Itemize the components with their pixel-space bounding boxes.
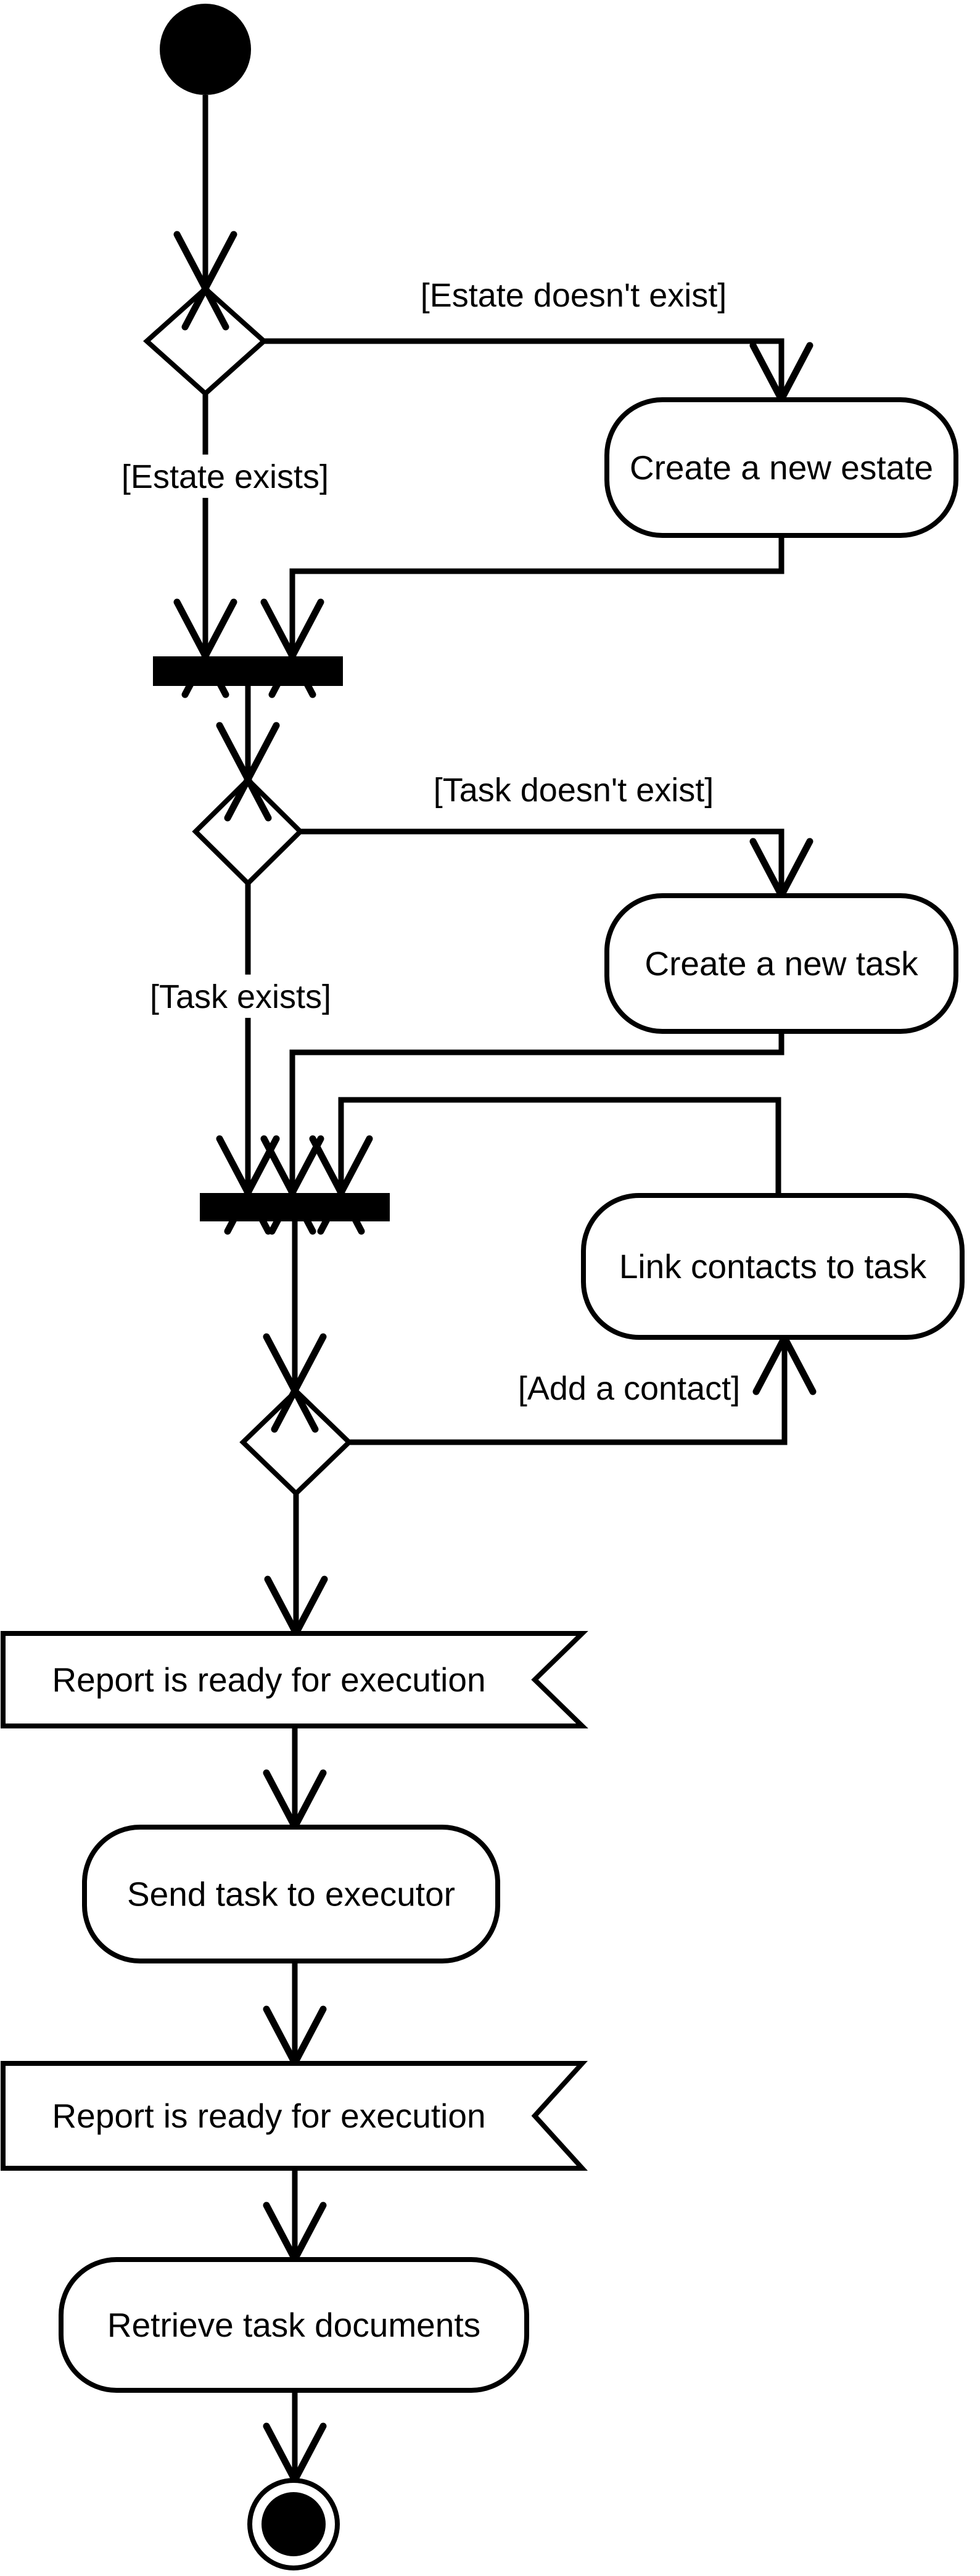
join-bar: [153, 656, 343, 686]
initial-node: [160, 4, 251, 95]
join-bar: [200, 1193, 390, 1221]
guard-label: [Task exists]: [133, 974, 348, 1018]
edge-line: [338, 1097, 781, 1195]
action-create-a-new-estate: Create a new estate: [604, 397, 958, 538]
guard-label-mask: [133, 974, 348, 1018]
final-node-dot: [261, 2492, 326, 2556]
action-shape: [59, 2257, 529, 2393]
guard-label-mask: [101, 454, 349, 498]
signal-label: Report is ready for execution: [52, 1661, 485, 1699]
final-node: [247, 2478, 340, 2570]
guard-label-mask: [505, 1366, 753, 1410]
edge-join-bar-2-to-decision-add-contact: [263, 1221, 327, 1433]
action-label: Create a new task: [644, 944, 918, 983]
decision-add-contact: [239, 1387, 353, 1497]
edge-decision-task-to-join-bar-2: [216, 883, 280, 1235]
action-retrieve-task-documents: Retrieve task documents: [59, 2257, 529, 2393]
action-create-a-new-task: Create a new task: [604, 893, 958, 1034]
guard-label: [Estate exists]: [101, 454, 349, 498]
arrowhead-icon: [173, 231, 237, 331]
edge-decision-estate-to-join-bar-1: [173, 394, 237, 698]
guard-label: [Task doesn't exist]: [411, 767, 736, 812]
arrowhead-icon: [263, 1333, 327, 1433]
signal-report-ready-2: Report is ready for execution: [1, 2061, 588, 2171]
arrowhead-icon: [216, 722, 280, 822]
edge-join-bar-1-to-decision-task: [216, 686, 280, 822]
guard-label-mask: [411, 767, 736, 812]
layer-decisions: [143, 285, 353, 1497]
action-label: Link contacts to task: [619, 1247, 927, 1286]
action-link-contacts-to-task: Link contacts to task: [581, 1193, 965, 1340]
signal-shape: [1, 2061, 588, 2171]
signal-report-ready-1: Report is ready for execution: [1, 1631, 588, 1728]
guard-label-text: [Task exists]: [150, 978, 331, 1015]
edge-line: [349, 1337, 788, 1445]
join-bar-1: [153, 656, 343, 686]
initial-node-dot: [160, 4, 251, 95]
edge-initial-to-decision-estate: [173, 95, 237, 331]
action-label: Retrieve task documents: [107, 2306, 480, 2344]
guard-label: [Estate doesn't exist]: [395, 273, 752, 317]
action-label: Create a new estate: [630, 448, 933, 487]
guard-label-text: [Task doesn't exist]: [434, 772, 714, 809]
guard-label-text: [Estate exists]: [121, 458, 329, 495]
action-send-task-to-executor: Send task to executor: [82, 1825, 500, 1963]
guard-label-mask: [395, 273, 752, 317]
action-shape: [82, 1825, 500, 1963]
action-shape: [604, 397, 958, 538]
action-label: Send task to executor: [127, 1875, 455, 1913]
edge-line: [300, 828, 784, 896]
edge-line: [264, 338, 784, 400]
guard-label: [Add a contact]: [505, 1366, 753, 1410]
join-bar-2: [200, 1193, 390, 1221]
signal-shape: [1, 1631, 588, 1728]
edge-line: [289, 535, 784, 656]
signal-label: Report is ready for execution: [52, 2097, 485, 2135]
action-shape: [604, 893, 958, 1034]
decision-estate: [143, 285, 268, 397]
guard-label-text: [Add a contact]: [518, 1370, 740, 1407]
edge-line: [289, 1031, 784, 1193]
layer-guard-labels: [Estate doesn't exist] [Estate exists] [Ta…: [101, 273, 753, 1410]
action-shape: [581, 1193, 965, 1340]
guard-label-text: [Estate doesn't exist]: [421, 277, 727, 314]
decision-task: [192, 776, 304, 887]
